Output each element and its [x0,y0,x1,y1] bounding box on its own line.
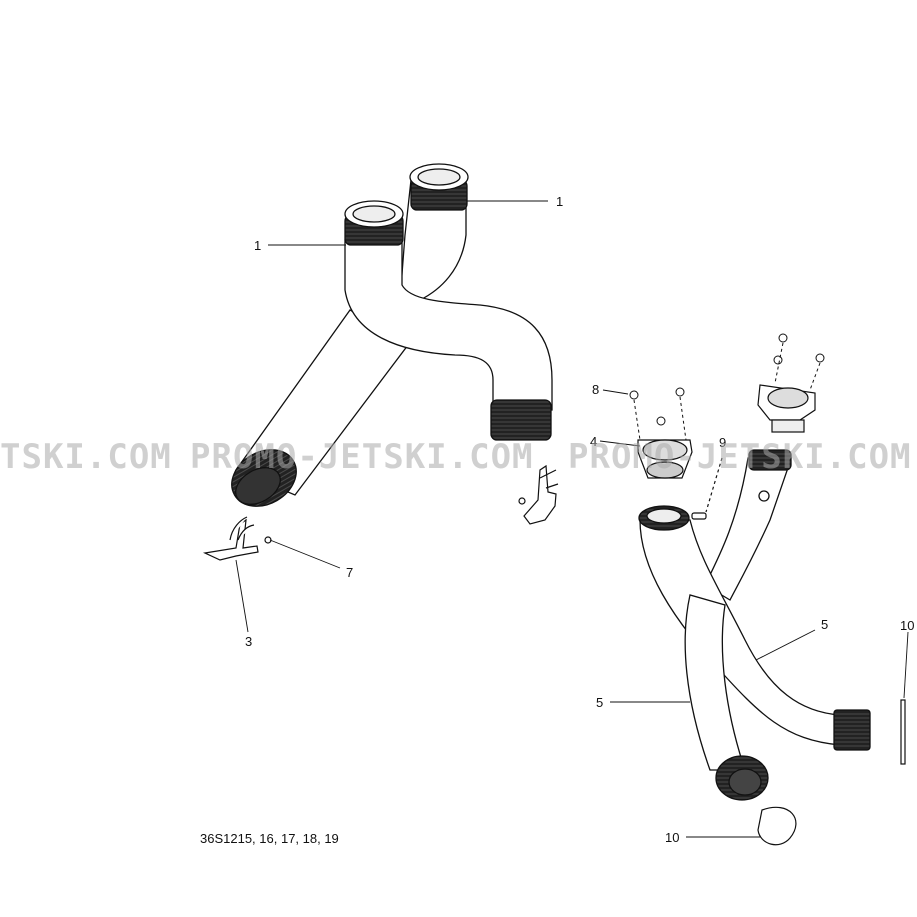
tie-strap-part-10 [757,699,906,846]
callout-10a: 10 [900,618,914,633]
callout-5a: 5 [596,695,603,710]
callout-1a: 1 [254,238,261,253]
callout-8: 8 [592,382,599,397]
drawing-code: 36S1215, 16, 17, 18, 19 [200,831,339,846]
leader-lines [235,200,909,838]
callout-7: 7 [346,565,353,580]
screw-part-9 [691,457,723,520]
y-hose-part-1 [231,163,553,507]
clamp-bracket-part-3 [202,516,272,561]
callout-5b: 5 [821,617,828,632]
watermark-middle: PROMO-JETSKI.COM [190,437,534,477]
clamp-bracket-right [518,464,559,525]
flange-part-4 [637,439,693,479]
flange-upper-right [757,384,816,433]
nut-part-8 [629,333,825,441]
watermark-left: TSKI.COM [0,437,172,477]
callout-3: 3 [245,634,252,649]
callout-1b: 1 [556,194,563,209]
hose-part-5-front [638,505,871,801]
callout-4: 4 [590,434,597,449]
watermark-right: PROMO-JETSKI.COM [568,437,912,477]
callout-9: 9 [719,435,726,450]
callout-10b: 10 [665,830,679,845]
